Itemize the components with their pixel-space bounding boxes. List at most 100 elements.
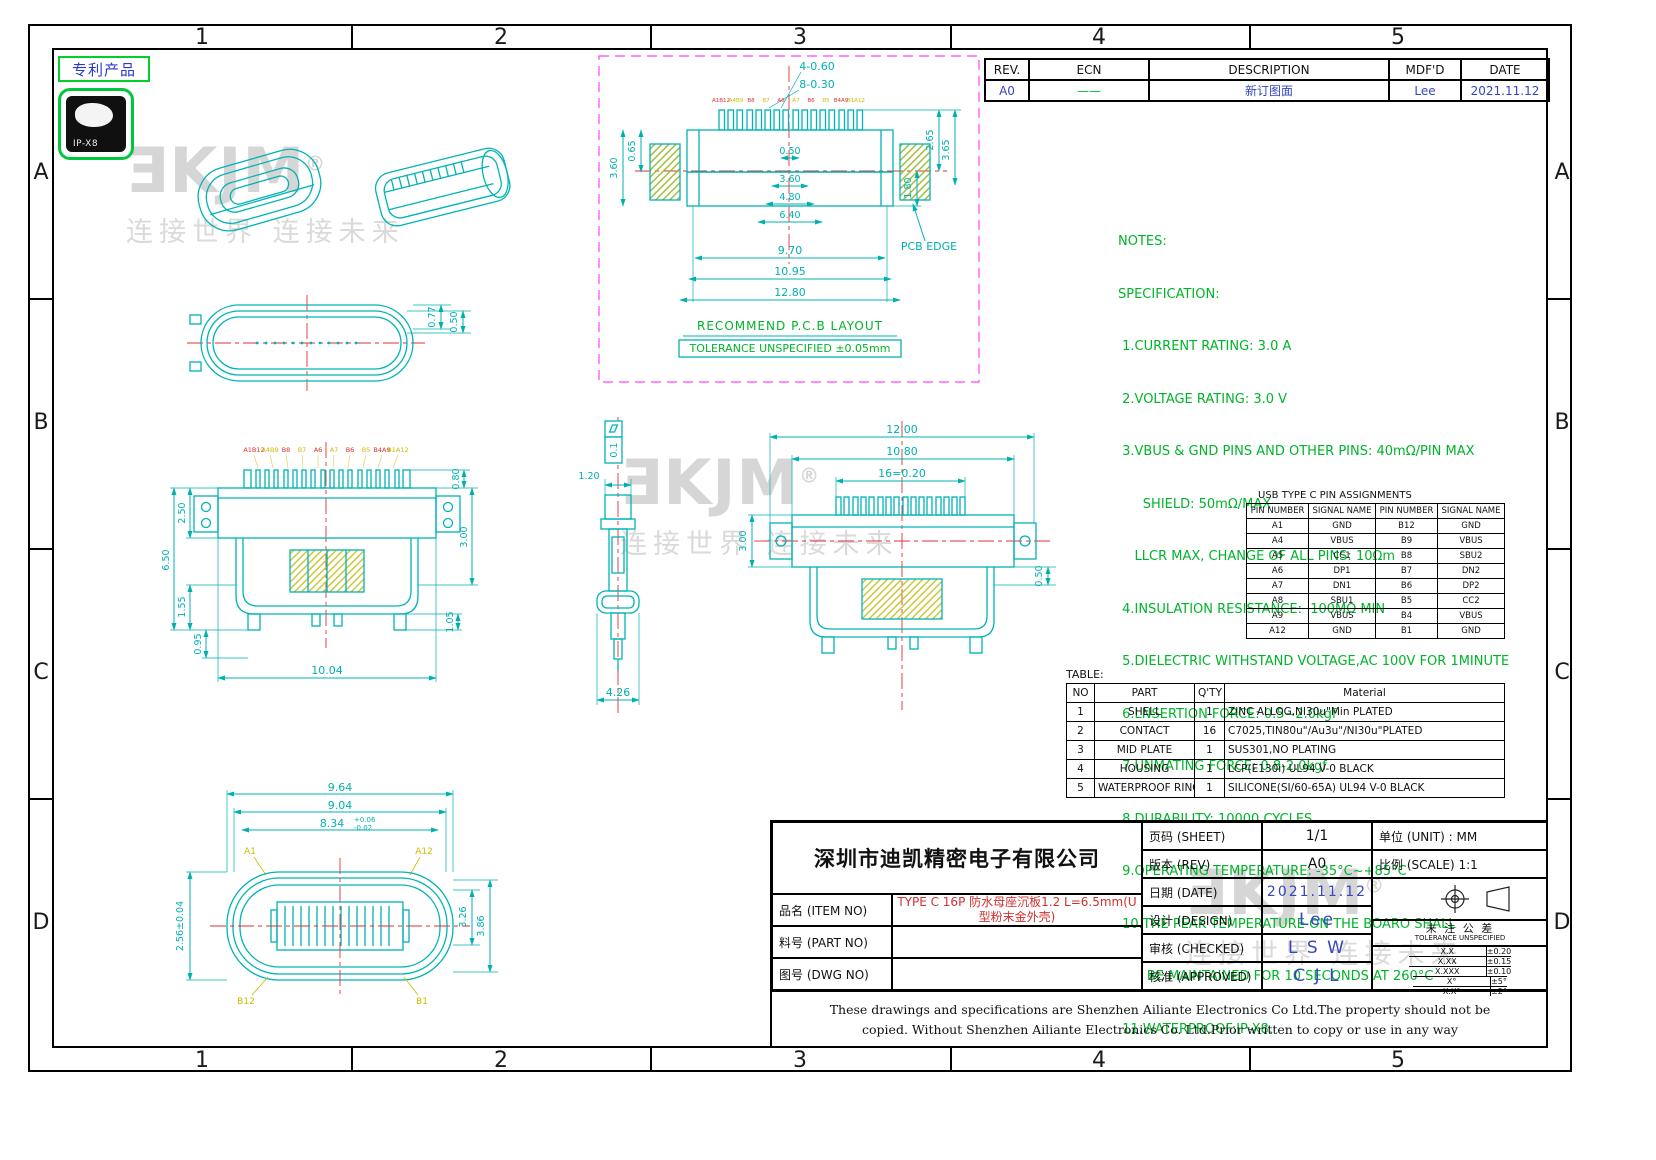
table-row: PIN NUMBER SIGNAL NAME PIN NUMBER SIGNAL… [1246, 503, 1505, 519]
pin-label-leaders [253, 454, 399, 469]
item-no-value: TYPE C 16P 防水母座沉板1.2 L=6.5mm(U型粉末金外壳) [892, 894, 1142, 926]
dwg-no-label: 图号 (DWG NO) [772, 958, 892, 990]
cell: ZINC ALLOG,NI30u"Min PLATED [1224, 702, 1505, 722]
pin-label: B6 [346, 446, 355, 454]
pin-label: B8 [282, 446, 291, 454]
dim-label: 3.00 [459, 526, 470, 547]
pin-label: A7 [330, 446, 339, 454]
view-rear: 12.00 10.80 16=0.20 [738, 421, 1056, 710]
view-top: 0.77 0.50 [187, 295, 471, 391]
dim-tolerance: +0.06 [354, 816, 376, 824]
cell: GND [1308, 518, 1376, 534]
pin-label: B7 [298, 446, 307, 454]
table-row: NO PART Q'TY Material [1066, 683, 1505, 703]
revision-table: REV. ECN DESCRIPTION MDF'D DATE A0 —— 新订… [984, 58, 1550, 102]
cell: HOUSING [1094, 759, 1195, 779]
front-view-pins [243, 469, 411, 489]
cell: A6 [1246, 563, 1309, 579]
frame-tick [650, 1048, 652, 1072]
pin-label: A1 [244, 847, 256, 857]
cell: DP2 [1437, 578, 1505, 594]
dim-label: 1.05 [445, 611, 456, 632]
dim-label: 9.70 [778, 244, 803, 257]
checked-value: L S W [1262, 934, 1372, 962]
dim-label: 1.80 [903, 177, 914, 198]
dim-label: 3.26 [458, 906, 469, 927]
cell: B9 [1375, 533, 1438, 549]
front-view-body [193, 487, 461, 631]
cell: MID PLATE [1094, 740, 1195, 760]
frame-tick [950, 1048, 952, 1072]
cell: DP1 [1308, 563, 1376, 579]
cell: ±0.10 [1486, 967, 1512, 976]
rev-value: A0 [1262, 850, 1372, 878]
pin-label: B1A12 [847, 98, 865, 104]
company-name: 深圳市迪凯精密电子有限公司 [772, 822, 1142, 894]
disclaimer-line: These drawings and specifications are Sh… [829, 1002, 1491, 1017]
pin-label: B1A12 [387, 446, 408, 454]
pcb-layout-boundary [598, 55, 980, 383]
frame-tick [1249, 1048, 1251, 1072]
view-pcb-layout: 4-0.60 8-0.30 A1B12 A4B9 B8 B7 A6 A7 B6 … [598, 55, 980, 383]
ip-rating-icon: IP-X8 [66, 96, 126, 152]
tolerance-row: X.XX±0.15 [1408, 956, 1512, 966]
dim-label: 2.65 [925, 129, 936, 150]
rev-label: 版本 (REV) [1142, 850, 1262, 878]
grid-col-label: 2 [494, 1048, 508, 1073]
pin-label: B5 [362, 446, 371, 454]
grid-col-label: 5 [1391, 1048, 1405, 1073]
dim-label: 0.1 [609, 442, 620, 457]
dim-label: 12.80 [774, 286, 806, 299]
dim-label: 0.80 [451, 468, 462, 489]
dim-label: 10.80 [886, 445, 918, 458]
cell: 4 [1066, 759, 1095, 779]
pin-label: A12 [415, 847, 433, 857]
cell: MDF'D [1388, 58, 1462, 81]
pin-label: A6 [777, 98, 785, 104]
dim-label: 8-0.30 [799, 78, 834, 91]
cell: CONTACT [1094, 721, 1195, 741]
top-view-outline [189, 304, 414, 382]
cell: VBUS [1308, 533, 1376, 549]
dim-label: 3.00 [738, 530, 749, 551]
grid-col-label: 4 [1092, 25, 1106, 50]
cell: 3 [1066, 740, 1095, 760]
dim-label: 4.80 [779, 192, 800, 203]
cell: SIGNAL NAME [1437, 503, 1505, 519]
view-front: A1B12 A4B9 B8 B7 A6 A7 B6 B5 B4A9 B1A12 [161, 442, 478, 682]
pin-table-title: USB TYPE C PIN ASSIGNMENTS [1258, 490, 1412, 501]
cell: DN2 [1437, 563, 1505, 579]
note-line: SPECIFICATION: [1118, 286, 1220, 302]
date-value: 2021.11.12 [1262, 878, 1372, 906]
iso-connector-left [197, 148, 322, 232]
cell: DATE [1460, 58, 1550, 81]
note-line: 2.VOLTAGE RATING: 3.0 V [1118, 391, 1288, 407]
pin-assignment-table: PIN NUMBER SIGNAL NAME PIN NUMBER SIGNAL… [1246, 503, 1505, 639]
materials-caption: TABLE: [1066, 668, 1104, 681]
frame-tick [1249, 24, 1251, 48]
title-block: 深圳市迪凯精密电子有限公司 品名 (ITEM NO) TYPE C 16P 防水… [770, 820, 1548, 1048]
cell: SBU2 [1437, 548, 1505, 564]
dim-label: 12.00 [886, 423, 918, 436]
dim-label: 0.65 [627, 140, 638, 161]
notes-title: NOTES: [1118, 234, 1167, 249]
cell: A1 [1246, 518, 1309, 534]
cell: 1 [1194, 740, 1225, 760]
dim-label: 2.50 [177, 502, 188, 523]
pin-label: A1B12 [243, 446, 264, 454]
dim-label: 9.64 [328, 781, 353, 794]
design-label: 设计 (DESIGN) [1142, 906, 1262, 934]
dim-label: 9.04 [328, 799, 353, 812]
grid-col-label: 5 [1391, 25, 1405, 50]
approved-value: C J L [1262, 962, 1372, 990]
pin-label: B7 [762, 98, 770, 104]
cell: A8 [1246, 593, 1309, 609]
cell: WATERPROOF RING [1094, 778, 1195, 798]
cell: ±0.15 [1486, 957, 1512, 966]
